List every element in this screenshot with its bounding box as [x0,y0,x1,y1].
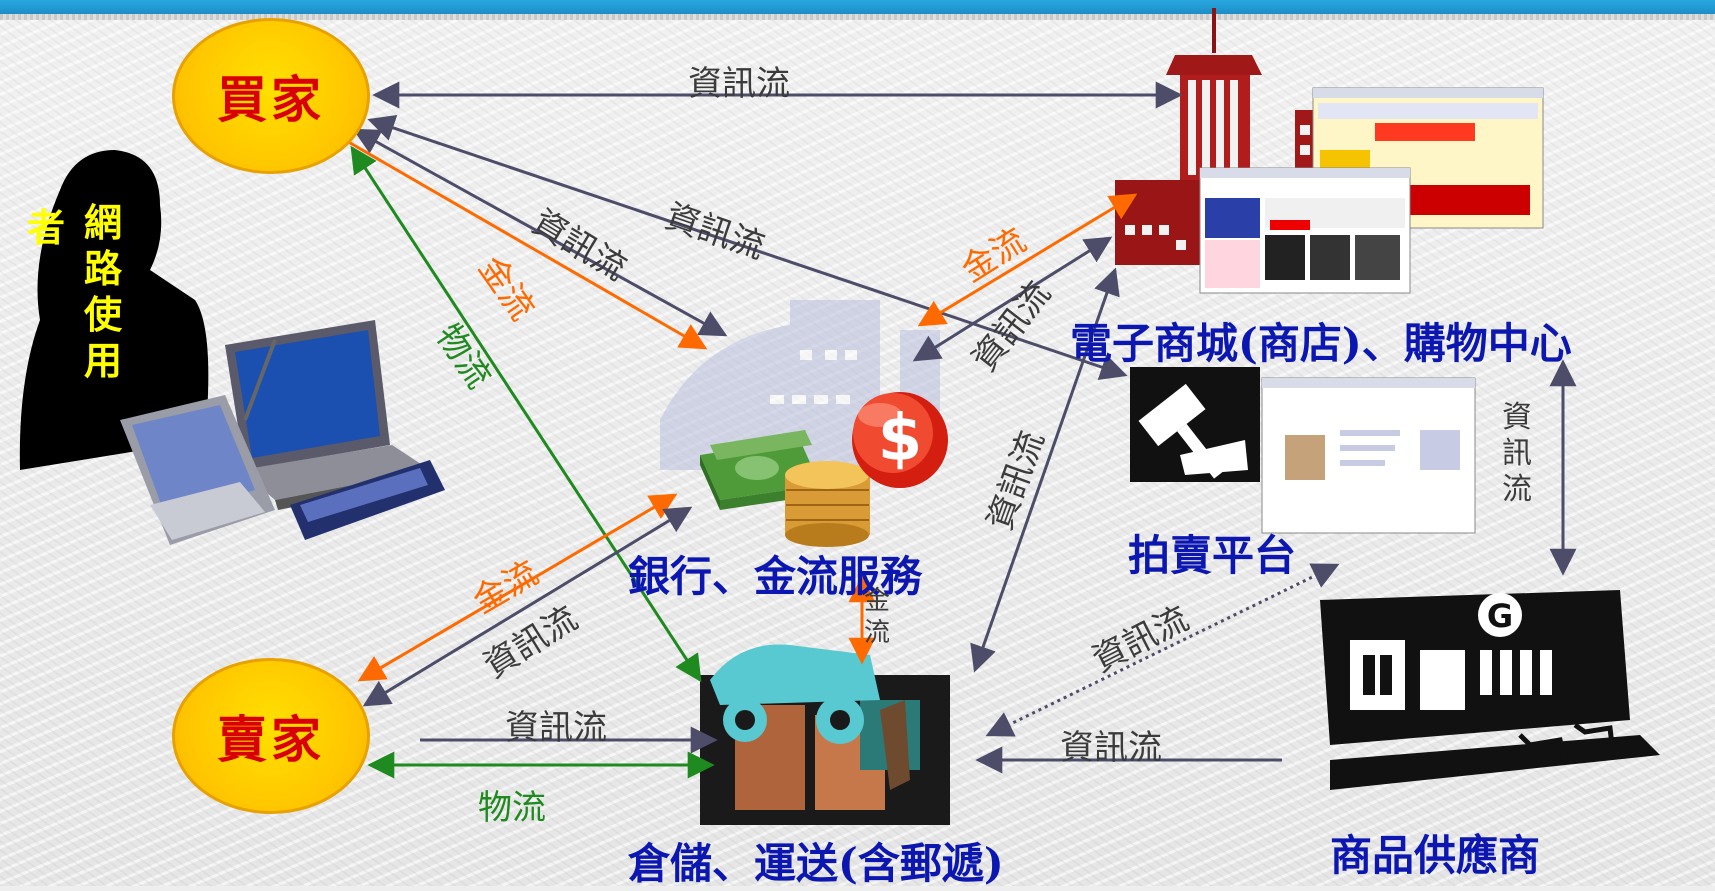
internet-user-label: 網路使用 [83,200,122,383]
mall-label: 電子商城(商店)、購物中心 [1070,319,1572,368]
dollar-coin-icon: $ [852,392,948,488]
internet-user-suffix: 者 [26,205,65,250]
seller-label: 賣家 [217,710,325,769]
gavel-icon [1130,367,1260,482]
pda-icon [120,339,277,545]
bank-label: 銀行、金流服務 [628,552,923,601]
web-screenshot-icon [1261,377,1476,534]
delivery-truck-icon [700,644,950,825]
shopping-cart-icon [1518,722,1615,768]
supplier-label: 商品供應商 [1330,831,1541,880]
flow-label-bank-logistics-money: 金流 [863,586,890,648]
seller-node: 賣家 [172,658,370,814]
auction-label: 拍賣平台 [1128,531,1297,580]
flow-label-seller-logistics-info: 資訊流 [505,708,607,748]
warehouse-store-icon: G [1320,590,1660,790]
svg-text:G: G [1487,597,1513,635]
flow-arrows [344,81,1577,779]
logistics-label: 倉儲、運送(含郵遞) [628,839,1004,888]
title-bar [0,0,1715,14]
person-silhouette-icon [19,150,209,470]
arrow-seller-bank-info [362,506,693,707]
title-bar-rule [0,14,1715,20]
flow-label-supplier-logistics-info: 資訊流 [1060,728,1162,768]
svg-text:$: $ [878,402,923,476]
flow-label-mall-supplier-info: 資訊流 [1502,400,1532,507]
buyer-node: 買家 [172,18,370,174]
coin-stack-icon [785,461,870,547]
flow-label-seller-logistics-goods: 物流 [478,788,546,828]
flow-label-buyer-mall-info: 資訊流 [688,64,790,104]
buyer-label: 買家 [217,70,325,129]
web-screenshot-icon [1199,87,1544,294]
arrow-auction-logistics-info [985,563,1340,737]
